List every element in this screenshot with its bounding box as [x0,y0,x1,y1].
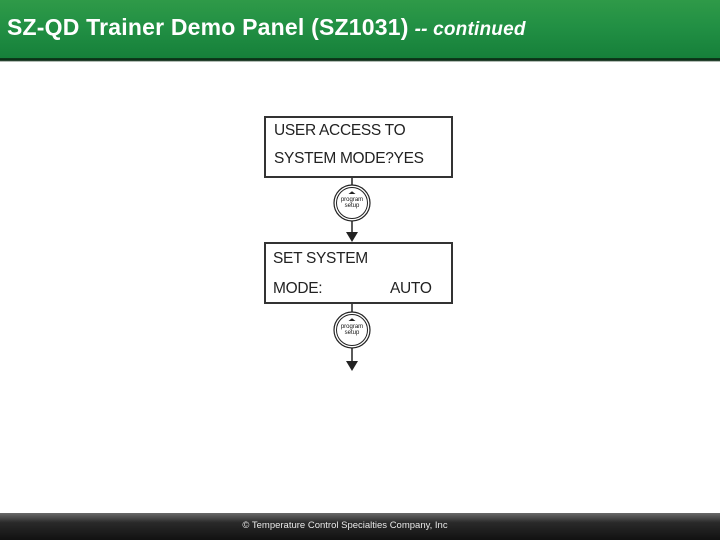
down-arrow-icon [346,361,358,371]
button-label-setup: setup [344,330,360,336]
button-label-program: program [340,197,364,203]
lcd-screen-system-mode: SET SYSTEM MODE: AUTO [264,242,453,304]
lcd-screen-user-access: USER ACCESS TO SYSTEM MODE?YES [264,116,453,178]
lcd-line-2: SYSTEM MODE?YES [274,150,424,167]
lcd-line-2-label: MODE: [273,280,323,297]
button-1-label: program setup [330,197,374,209]
lcd-line-2-value: AUTO [390,280,432,297]
program-setup-button-1[interactable] [333,184,371,222]
down-arrow-icon [346,232,358,242]
flow-connectors [333,178,371,371]
header-bar: SZ-QD Trainer Demo Panel (SZ1031)-- cont… [0,0,720,58]
lcd-line-1: SET SYSTEM [273,250,368,267]
button-label-setup: setup [344,203,360,209]
title-suffix: -- continued [414,19,526,40]
button-label-program: program [340,324,364,330]
footer-bar: © Temperature Control Specialties Compan… [0,513,720,540]
up-triangle-icon [348,191,356,194]
up-triangle-icon [348,318,356,321]
button-2-label: program setup [330,324,374,336]
lcd-line-1: USER ACCESS TO [274,122,406,139]
footer-copyright: © Temperature Control Specialties Compan… [242,520,448,531]
title-main: SZ-QD Trainer Demo Panel (SZ1031) [7,14,409,40]
page-title: SZ-QD Trainer Demo Panel (SZ1031)-- cont… [7,14,526,41]
header-divider [0,58,720,62]
